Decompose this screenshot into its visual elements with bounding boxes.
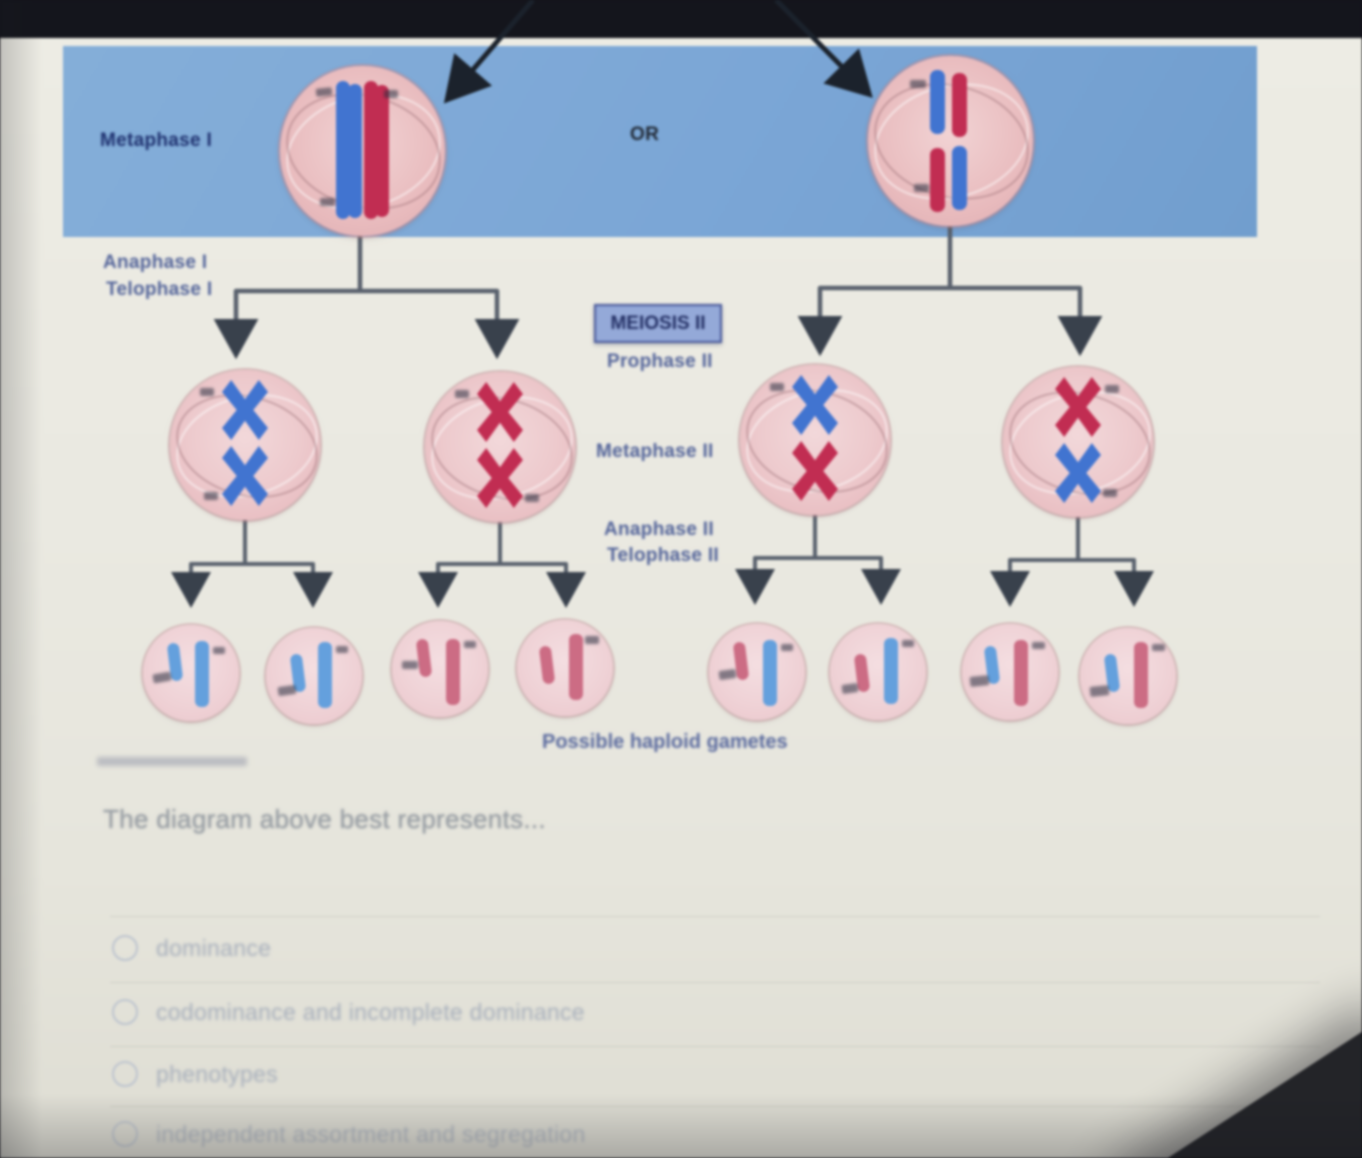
allele-label-smudge xyxy=(336,646,348,653)
chromatid xyxy=(318,642,332,708)
allele-label-smudge xyxy=(914,184,929,192)
question-text: The diagram above best represents... xyxy=(103,804,546,834)
allele-label-smudge xyxy=(585,636,599,644)
answer-option-4[interactable]: independent assortment and segregation xyxy=(112,1114,1212,1154)
label-possible-haploid-gametes: Possible haploid gametes xyxy=(542,731,788,753)
label-metaphase1: Metaphase I xyxy=(100,130,213,151)
chromosome xyxy=(336,81,350,219)
metaphase2-cell-4 xyxy=(997,367,1162,517)
meiosis1-panel xyxy=(63,46,1257,237)
option-label: codominance and incomplete dominance xyxy=(156,998,585,1025)
label-prophase2: Prophase II xyxy=(607,351,713,372)
allele-label-smudge xyxy=(841,682,859,695)
allele-label-smudge xyxy=(910,80,926,88)
metaphase2-cell-2 xyxy=(419,372,584,522)
allele-label-smudge xyxy=(402,661,418,669)
chromatid xyxy=(446,639,460,705)
metaphase2-cell-3 xyxy=(734,365,899,515)
allele-label-smudge xyxy=(1152,644,1165,651)
label-telophase2: Telophase II xyxy=(607,545,719,566)
label-meiosis2-box: MEIOSIS II xyxy=(594,304,722,343)
answer-option-3[interactable]: phenotypes xyxy=(112,1054,1212,1094)
allele-label-smudge xyxy=(718,668,737,681)
option-label: phenotypes xyxy=(156,1060,278,1087)
label-metaphase2: Metaphase II xyxy=(596,441,714,462)
chromosome xyxy=(348,84,362,218)
chromatid xyxy=(1014,640,1028,706)
chromatid xyxy=(1134,642,1148,708)
metaphase1-cell-right xyxy=(861,56,1043,226)
gamete-cell-5 xyxy=(709,624,805,720)
gamete-cell-8 xyxy=(1080,628,1176,724)
gamete-cell-6 xyxy=(830,624,926,720)
allele-label-smudge xyxy=(384,90,398,98)
allele-label-smudge xyxy=(525,494,539,502)
copyright-smudge xyxy=(97,757,247,766)
allele-label-smudge xyxy=(204,492,218,500)
allele-label-smudge xyxy=(213,647,225,654)
answer-option-1[interactable]: dominance xyxy=(112,928,1212,968)
allele-label-smudge xyxy=(969,675,990,687)
chromatid xyxy=(884,638,898,704)
chromatid xyxy=(195,641,209,707)
chromatid xyxy=(569,634,583,700)
chromatid xyxy=(538,645,556,685)
allele-label-smudge xyxy=(455,390,469,398)
answer-option-2[interactable]: codominance and incomplete dominance xyxy=(112,992,1212,1032)
allele-label-smudge xyxy=(781,644,793,651)
radio-option-4[interactable] xyxy=(112,1121,138,1147)
divider xyxy=(110,916,1320,917)
chromosome xyxy=(375,85,389,217)
label-anaphase1: Anaphase I xyxy=(103,252,208,273)
chromosome xyxy=(952,73,967,137)
allele-label-smudge xyxy=(464,641,476,648)
label-telophase1: Telophase I xyxy=(106,279,213,300)
chromosome xyxy=(952,146,967,210)
gamete-cell-2 xyxy=(266,628,362,724)
allele-label-smudge xyxy=(1103,489,1117,497)
allele-label-smudge xyxy=(200,388,214,396)
radio-option-1[interactable] xyxy=(112,935,138,961)
option-label: independent assortment and segregation xyxy=(156,1120,586,1147)
chromatid xyxy=(763,640,777,706)
radio-option-3[interactable] xyxy=(112,1061,138,1087)
divider xyxy=(110,982,1320,983)
allele-label-smudge xyxy=(902,640,914,647)
option-label: dominance xyxy=(156,934,272,961)
allele-label-smudge xyxy=(1105,385,1119,393)
chromosome xyxy=(930,148,945,212)
gamete-cell-1 xyxy=(143,625,239,721)
allele-label-smudge xyxy=(315,87,333,97)
allele-label-smudge xyxy=(320,198,335,206)
allele-label-smudge xyxy=(770,383,784,391)
label-anaphase2: Anaphase II xyxy=(604,519,714,540)
chromosome xyxy=(930,70,945,134)
gamete-cell-3 xyxy=(392,621,488,717)
radio-option-2[interactable] xyxy=(112,999,138,1025)
metaphase2-cell-1 xyxy=(164,370,329,520)
divider xyxy=(110,1046,1320,1047)
allele-label-smudge xyxy=(1032,642,1045,649)
allele-label-smudge xyxy=(277,684,297,697)
divider xyxy=(110,1106,1320,1107)
gamete-cell-7 xyxy=(962,624,1058,720)
gamete-cell-4 xyxy=(517,620,613,716)
dark-top-edge xyxy=(0,0,1362,38)
chromosome xyxy=(364,81,378,219)
label-or: OR xyxy=(630,124,660,145)
allele-label-smudge xyxy=(1089,685,1110,697)
chromatid xyxy=(415,638,433,678)
allele-label-smudge xyxy=(152,671,172,684)
metaphase1-cell-left xyxy=(273,66,455,236)
